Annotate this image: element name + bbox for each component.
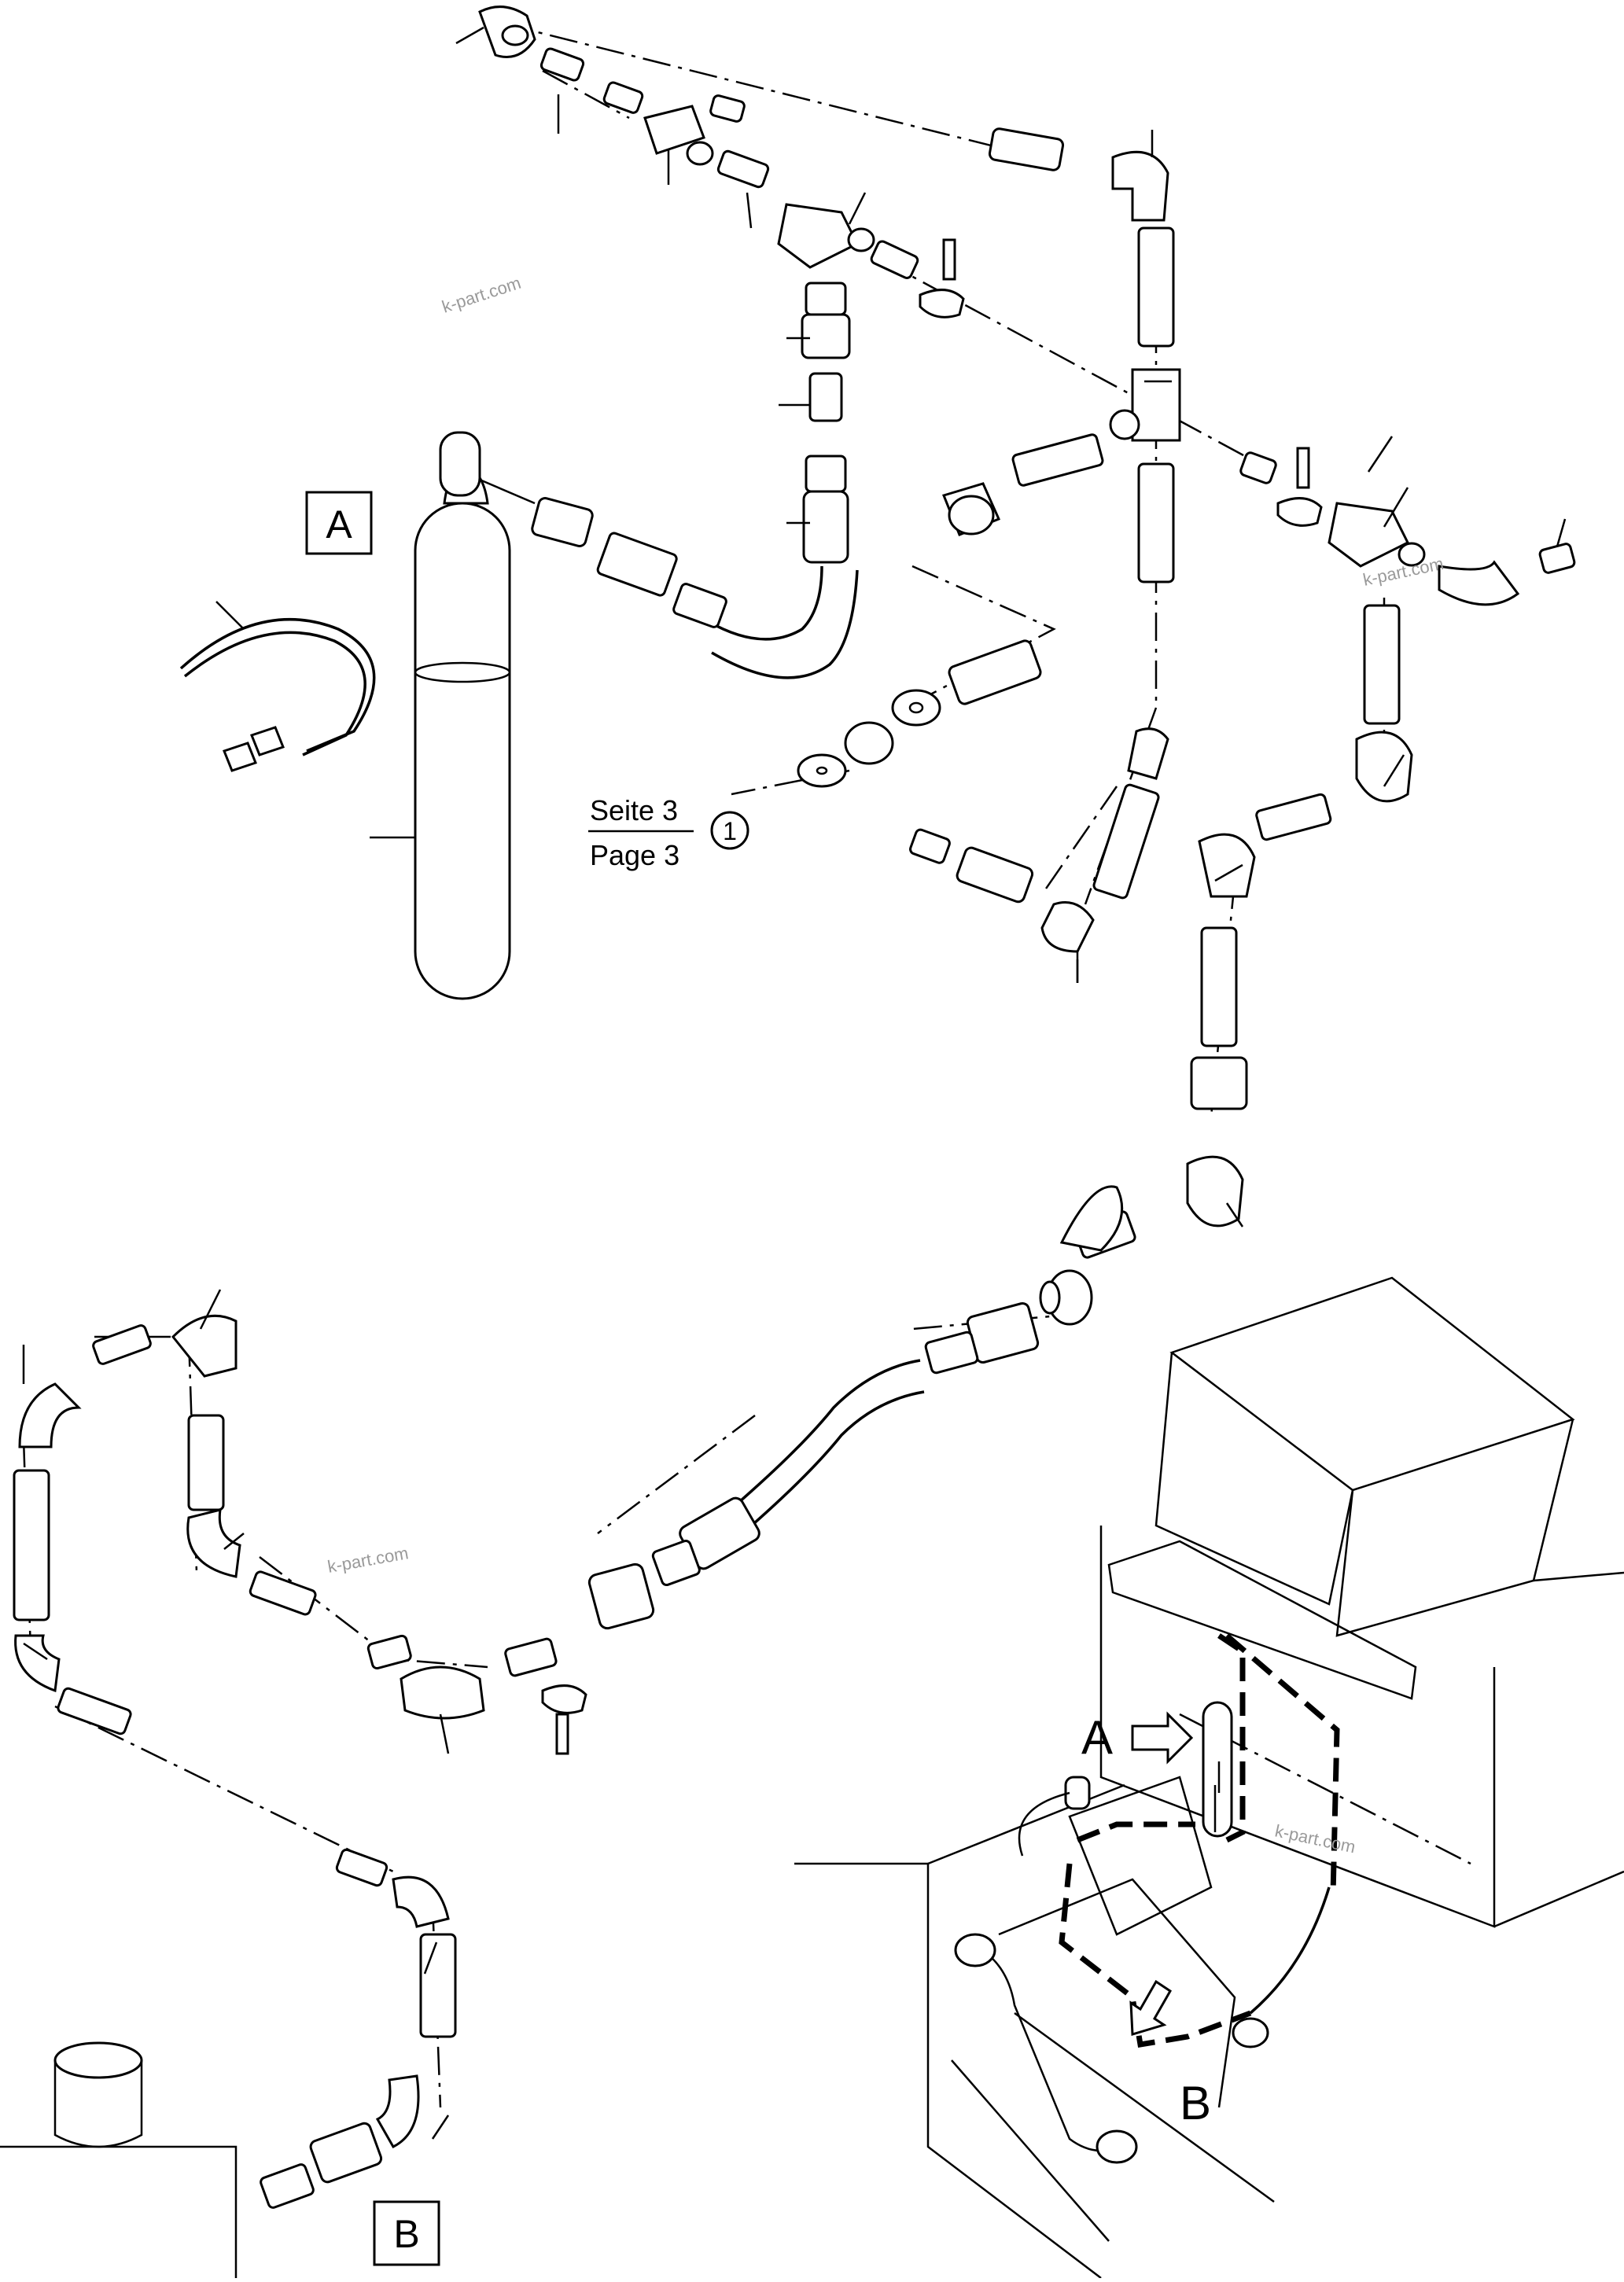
- leader-lines: [22, 26, 1567, 2140]
- callout-box-b-label: B: [393, 2212, 419, 2256]
- page-reference: Seite 3 Page 3 1: [588, 794, 749, 871]
- watermark: k-part.com: [1273, 1820, 1357, 1857]
- centerline-routes: [22, 22, 1471, 2108]
- nitrogen-cylinder: [370, 431, 536, 1000]
- upper-fittings: [478, 6, 965, 564]
- lower-branch-b: [260, 1848, 457, 2209]
- main-hose: [13, 1185, 1136, 1755]
- watermark: k-part.com: [326, 1543, 411, 1577]
- callout-box-b: B: [373, 2200, 440, 2266]
- callout-box-a-label: A: [326, 502, 352, 547]
- watermark: k-part.com: [440, 273, 524, 317]
- page-ref-page: Page 3: [590, 839, 679, 871]
- u-bolt: [179, 601, 376, 772]
- view-a-label: A: [1081, 1711, 1113, 1764]
- machine-overview: [794, 1276, 1624, 2279]
- right-upper-fittings: [941, 127, 1576, 1227]
- reference-number-circle: [710, 811, 749, 850]
- tank-outline: [0, 2041, 238, 2278]
- washers-and-adapter: [797, 639, 1169, 983]
- hose-cylinder: [531, 497, 859, 679]
- page-ref-seite: Seite 3: [590, 794, 678, 826]
- callout-box-a: A: [305, 491, 373, 555]
- view-b-label: B: [1180, 2077, 1211, 2129]
- reference-number: 1: [723, 817, 737, 845]
